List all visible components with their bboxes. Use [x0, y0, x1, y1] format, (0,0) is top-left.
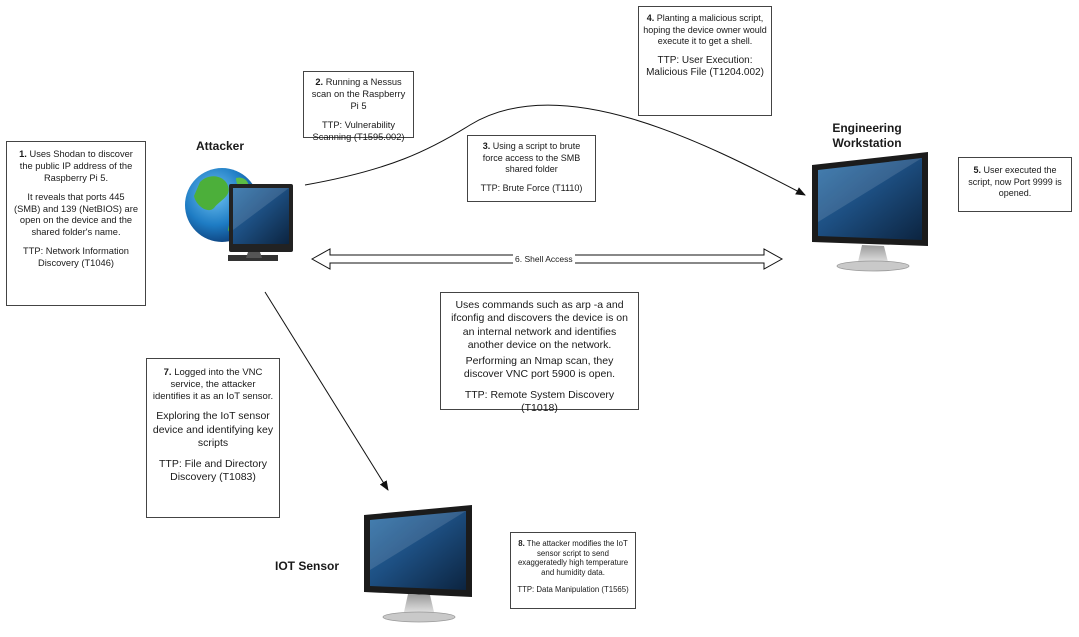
step-number: 1. [19, 149, 27, 159]
step-ttp: TTP: Network Information Discovery (T104… [23, 246, 129, 269]
step-text: User executed the script, now Port 9999 … [968, 165, 1062, 199]
attack-path-arrow [304, 104, 806, 196]
step-ttp: TTP: Vulnerability Scanning (T1595.002) [312, 119, 405, 142]
step-1-box: 1. Uses Shodan to discover the public IP… [6, 141, 146, 306]
step-5-box: 5. User executed the script, now Port 99… [958, 157, 1072, 212]
shell-access-label: 6. Shell Access [513, 254, 575, 264]
iot-sensor-label: IOT Sensor [275, 559, 340, 573]
step-ttp: TTP: Brute Force (T1110) [480, 182, 583, 193]
step-detail: Exploring the IoT sensor device and iden… [152, 410, 274, 450]
step-text: Using a script to brute force access to … [482, 141, 581, 175]
step-text: The attacker modifies the IoT sensor scr… [517, 539, 629, 578]
step-number: 3. [482, 141, 491, 151]
step-number: 8. [518, 539, 525, 548]
discovery-scan-text: Performing an Nmap scan, they discover V… [463, 354, 616, 381]
attacker-label: Attacker [196, 139, 245, 153]
engineering-workstation-monitor-icon [812, 152, 928, 272]
iot-sensor-monitor-icon [364, 505, 472, 623]
step-detail: It reveals that ports 445 (SMB) and 139 … [13, 191, 138, 238]
step-2-box: 2. Running a Nessus scan on the Raspberr… [303, 71, 414, 142]
step-text: Uses Shodan to discover the public IP ad… [19, 149, 133, 183]
step-text: Logged into the VNC service, the attacke… [152, 367, 274, 403]
network-discovery-box: Uses commands such as arp -a and ifconfi… [440, 292, 639, 414]
step-number: 5. [973, 165, 981, 175]
step-ttp: TTP: File and Directory Discovery (T1083… [159, 457, 267, 484]
step-number: 2. [315, 77, 324, 87]
step-4-box: 4. Planting a malicious script, hoping t… [638, 6, 772, 116]
step-ttp: TTP: Remote System Discovery (T1018) [464, 388, 615, 415]
step-ttp: TTP: Data Manipulation (T1565) [517, 584, 629, 594]
step-number: 4. [646, 13, 655, 23]
step-ttp: TTP: User Execution: Malicious File (T12… [646, 54, 764, 79]
discovery-text: Uses commands such as arp -a and ifconfi… [451, 299, 628, 352]
step-8-box: 8. The attacker modifies the IoT sensor … [510, 532, 636, 609]
step-text: Running a Nessus scan on the Raspberry P… [311, 77, 406, 111]
attacker-computer-icon [185, 168, 293, 261]
step-3-box: 3. Using a script to brute force access … [467, 135, 596, 202]
lateral-movement-arrow [264, 291, 389, 491]
step-number: 7. [163, 367, 172, 378]
step-7-box: 7. Logged into the VNC service, the atta… [146, 358, 280, 518]
step-text: Planting a malicious script, hoping the … [643, 13, 767, 47]
engineering-workstation-label: Engineering Workstation [832, 121, 902, 150]
